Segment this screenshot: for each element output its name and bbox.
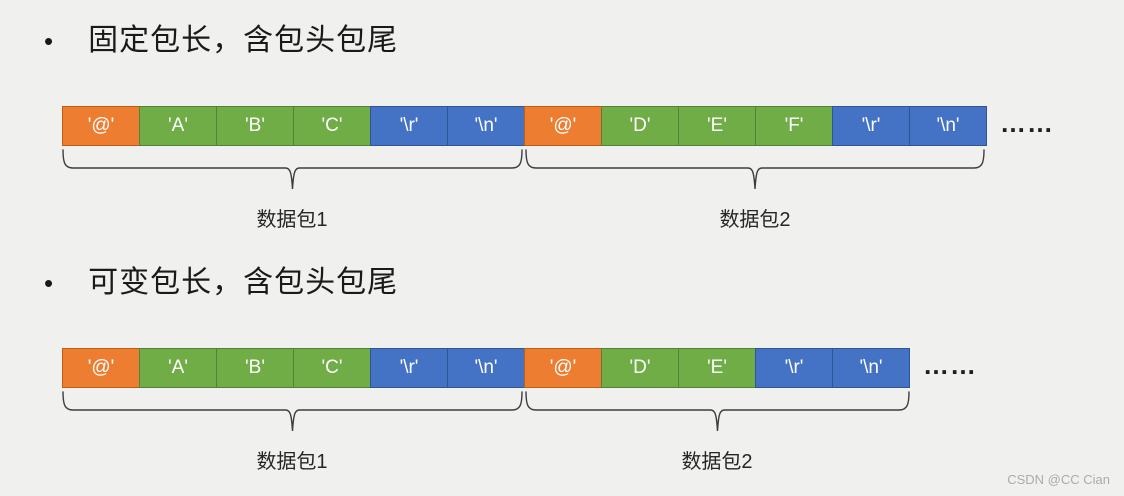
byte-cell: '@'	[524, 348, 602, 388]
byte-cell: '@'	[62, 348, 140, 388]
byte-cell: 'C'	[293, 348, 371, 388]
byte-cell: 'B'	[216, 106, 294, 146]
underbrace-packet2-icon	[525, 391, 910, 432]
byte-cell: 'D'	[601, 106, 679, 146]
byte-cell: '\n'	[909, 106, 987, 146]
byte-cell: 'E'	[678, 106, 756, 146]
packet-label: 数据包1	[256, 451, 328, 473]
byte-cell: 'C'	[293, 106, 371, 146]
underbrace-packet2-icon	[525, 149, 985, 190]
section-title-fixed-length: • 固定包长，含包头包尾	[44, 25, 398, 57]
watermark: CSDN @CC Cian	[1007, 472, 1110, 487]
ellipsis-text: ……	[923, 350, 977, 380]
bullet-icon: •	[44, 268, 55, 298]
byte-row-fixed: '@''A''B''C''\r''\n''@''D''E''F''\r''\n'	[62, 106, 987, 146]
byte-cell: 'A'	[139, 106, 217, 146]
byte-cell: '\n'	[447, 106, 525, 146]
bullet-icon: •	[44, 26, 55, 56]
packet-label: 数据包2	[719, 209, 791, 231]
byte-cell: '\n'	[832, 348, 910, 388]
ellipsis-text: ……	[1000, 108, 1054, 138]
byte-cell: 'B'	[216, 348, 294, 388]
underbrace-packet1-icon	[62, 391, 523, 432]
underbrace-packet1-icon	[62, 149, 523, 190]
byte-cell: '\r'	[755, 348, 833, 388]
byte-cell: '\r'	[370, 348, 448, 388]
byte-cell: 'F'	[755, 106, 833, 146]
byte-cell: '\n'	[447, 348, 525, 388]
byte-cell: '\r'	[832, 106, 910, 146]
byte-cell: '@'	[62, 106, 140, 146]
packet-label: 数据包1	[256, 209, 328, 231]
byte-cell: '\r'	[370, 106, 448, 146]
section-title-variable-length: • 可变包长，含包头包尾	[44, 267, 398, 299]
byte-cell: 'D'	[601, 348, 679, 388]
byte-cell: '@'	[524, 106, 602, 146]
byte-cell: 'E'	[678, 348, 756, 388]
byte-cell: 'A'	[139, 348, 217, 388]
byte-row-variable: '@''A''B''C''\r''\n''@''D''E''\r''\n'	[62, 348, 910, 388]
section-title-text: 固定包长，含包头包尾	[88, 24, 399, 57]
section-title-text: 可变包长，含包头包尾	[88, 266, 399, 299]
packet-label: 数据包2	[681, 451, 753, 473]
